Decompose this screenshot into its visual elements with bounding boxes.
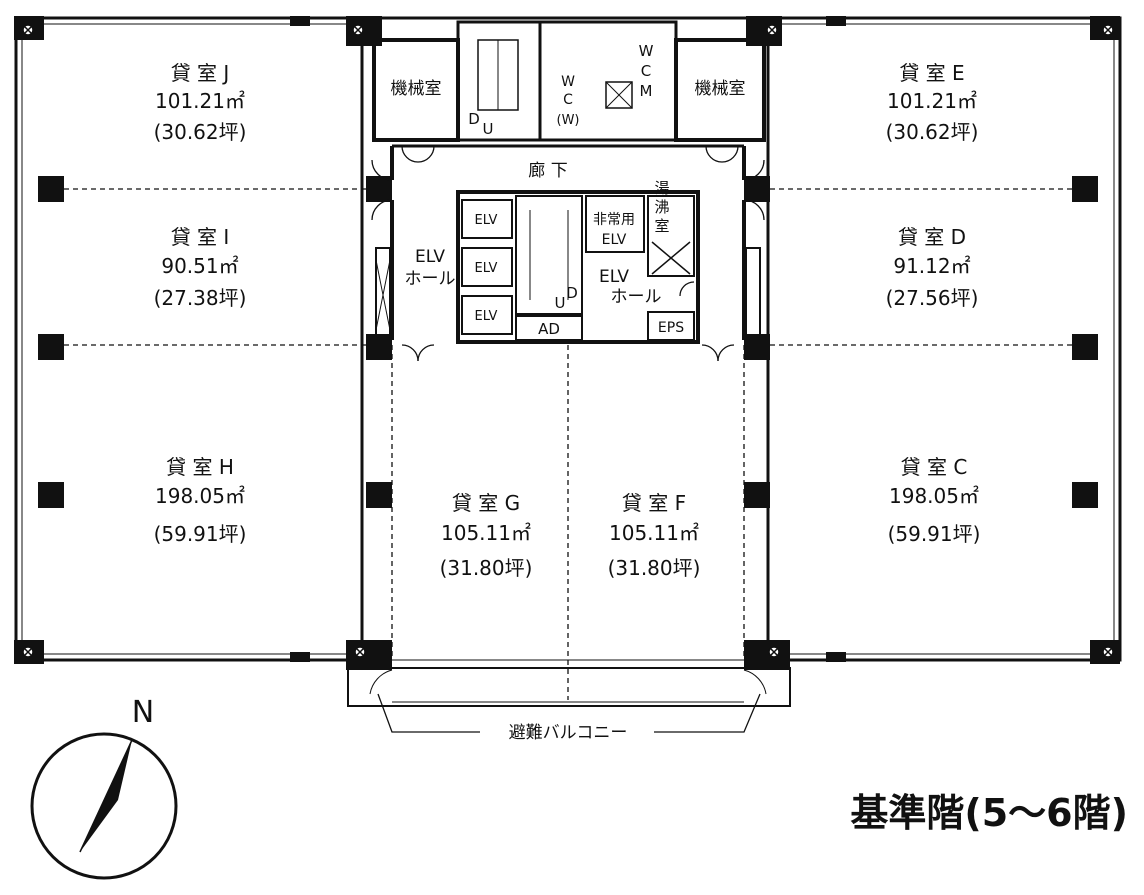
eps-label: EPS bbox=[658, 320, 684, 336]
room-g-name: 貸 室 G bbox=[452, 491, 520, 515]
room-h-name: 貸 室 H bbox=[166, 455, 234, 479]
room-g-tsubo: (31.80坪) bbox=[440, 556, 533, 580]
room-c-area: 198.05㎡ bbox=[889, 484, 979, 508]
stair-top-d: D bbox=[468, 110, 480, 128]
room-f-tsubo: (31.80坪) bbox=[608, 556, 701, 580]
wc-left-wparen: (W) bbox=[557, 113, 580, 128]
elv-hall-left-line2: ホール bbox=[405, 269, 456, 289]
balcony bbox=[347, 667, 791, 733]
core-walls bbox=[372, 20, 766, 344]
room-d-tsubo: (27.56坪) bbox=[886, 286, 979, 310]
elv-hall-right-line2: ホール bbox=[611, 287, 662, 307]
room-e-area: 101.21㎡ bbox=[887, 89, 977, 113]
room-c-name: 貸 室 C bbox=[901, 455, 968, 479]
wc-left-c: C bbox=[563, 92, 573, 108]
elv-3-label: ELV bbox=[475, 309, 498, 324]
room-h-area: 198.05㎡ bbox=[155, 484, 245, 508]
room-dividers bbox=[64, 188, 1072, 700]
balcony-label: 避難バルコニー bbox=[509, 723, 628, 743]
room-j-tsubo: (30.62坪) bbox=[154, 120, 247, 144]
ad-label: AD bbox=[538, 320, 560, 338]
emergency-elv-line2: ELV bbox=[602, 232, 627, 248]
corner-columns bbox=[14, 16, 1120, 670]
north-label: N bbox=[132, 695, 154, 730]
door-swings bbox=[371, 145, 765, 362]
stair-center-d: D bbox=[566, 284, 578, 302]
room-d-area: 91.12㎡ bbox=[893, 254, 970, 278]
room-e-tsubo: (30.62坪) bbox=[886, 120, 979, 144]
room-h-tsubo: (59.91坪) bbox=[154, 522, 247, 546]
room-c-tsubo: (59.91坪) bbox=[888, 522, 981, 546]
wc-right-c: C bbox=[641, 62, 651, 80]
room-i-tsubo: (27.38坪) bbox=[154, 286, 247, 310]
elv-2-label: ELV bbox=[475, 261, 498, 276]
corridor-label: 廊 下 bbox=[528, 161, 567, 181]
room-f-name: 貸 室 F bbox=[622, 491, 686, 515]
stair-top-u: U bbox=[483, 120, 494, 138]
wc-left-w: W bbox=[561, 74, 575, 90]
kitchen-label-2: 沸 bbox=[654, 198, 669, 216]
north-arrow-icon bbox=[30, 732, 178, 880]
outer-walls bbox=[14, 16, 1122, 662]
wc-right-m: M bbox=[640, 82, 653, 100]
machine-room-left-label: 機械室 bbox=[391, 79, 442, 99]
room-j-name: 貸 室 J bbox=[171, 61, 230, 85]
columns bbox=[38, 176, 1098, 508]
stair-center-u: U bbox=[555, 294, 566, 312]
room-d-name: 貸 室 D bbox=[898, 225, 966, 249]
kitchen-label-3: 室 bbox=[654, 217, 669, 235]
kitchen-label-1: 湯 bbox=[654, 179, 669, 197]
drain-symbols bbox=[22, 24, 1114, 658]
room-i-area: 90.51㎡ bbox=[161, 254, 238, 278]
elv-hall-left-line1: ELV bbox=[415, 247, 445, 267]
room-g-area: 105.11㎡ bbox=[441, 521, 531, 545]
wc-right-w: W bbox=[639, 42, 654, 60]
elv-hall-right-line1: ELV bbox=[599, 267, 629, 287]
room-e-name: 貸 室 E bbox=[899, 61, 964, 85]
floor-title: 基準階(5〜6階) bbox=[850, 791, 1128, 835]
room-f-area: 105.11㎡ bbox=[609, 521, 699, 545]
emergency-elv-line1: 非常用 bbox=[593, 212, 635, 228]
room-j-area: 101.21㎡ bbox=[155, 89, 245, 113]
elv-1-label: ELV bbox=[475, 213, 498, 228]
machine-room-right-label: 機械室 bbox=[695, 79, 746, 99]
room-i-name: 貸 室 I bbox=[171, 225, 230, 249]
